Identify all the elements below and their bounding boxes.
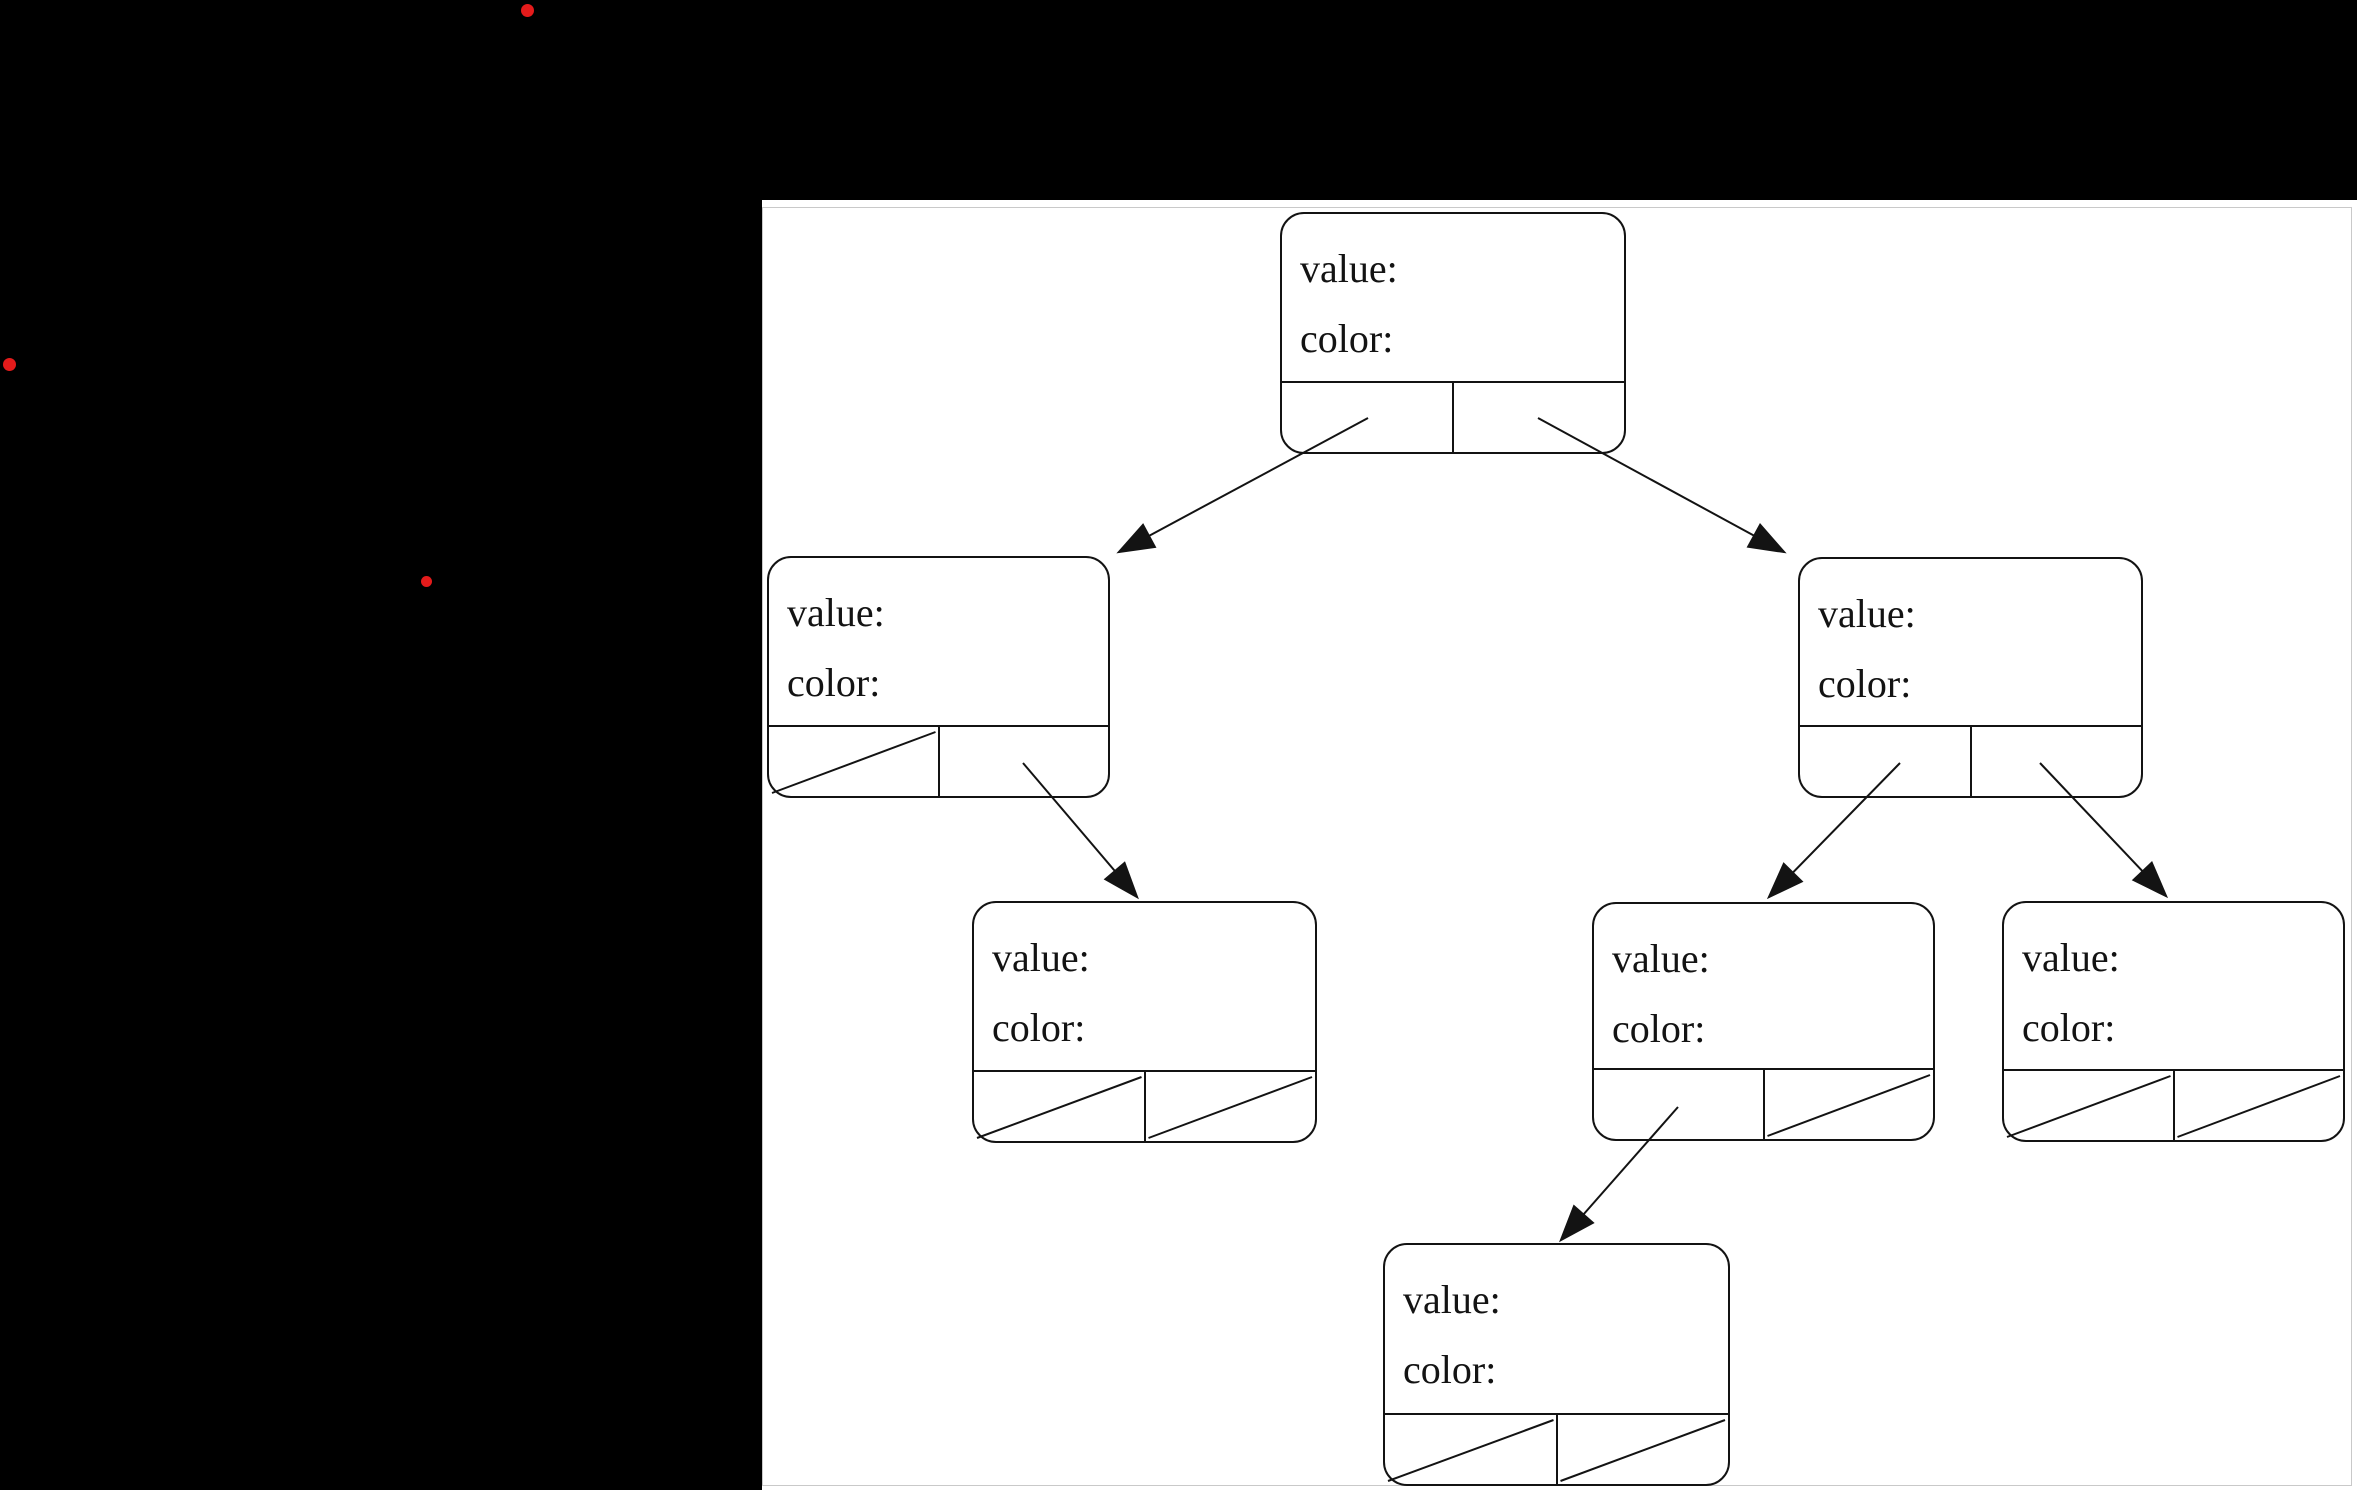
node-right-pointer-cell (1454, 383, 1624, 452)
node-color-label: color: (2022, 1005, 2116, 1050)
node-left-pointer-cell (1282, 383, 1454, 452)
node-right-pointer-cell (1146, 1072, 1316, 1141)
node-color-label: color: (1612, 1006, 1706, 1051)
node-value-label: value: (1612, 936, 1710, 981)
node-pointer-row (769, 725, 1108, 796)
node-right-pointer-cell (940, 727, 1109, 796)
red-dot (421, 576, 432, 587)
node-value-label: value: (1818, 591, 1916, 636)
tree-node-right-left-left[interactable]: value: color: (1383, 1243, 1730, 1486)
node-color-label: color: (787, 660, 881, 705)
node-pointer-row (1800, 725, 2141, 796)
node-value-label: value: (787, 590, 885, 635)
tree-node-right[interactable]: value: color: (1798, 557, 2143, 798)
tree-node-left-right[interactable]: value: color: (972, 901, 1317, 1143)
node-pointer-row (1282, 381, 1624, 452)
node-right-pointer-cell (1972, 727, 2142, 796)
tree-node-right-right[interactable]: value: color: (2002, 901, 2345, 1142)
node-color-label: color: (1818, 661, 1912, 706)
node-fields: value: color: (769, 558, 1108, 725)
tree-node-right-left[interactable]: value: color: (1592, 902, 1935, 1141)
node-color-label: color: (1403, 1347, 1497, 1392)
node-fields: value: color: (1594, 904, 1933, 1068)
node-left-pointer-cell (1594, 1070, 1765, 1139)
node-left-pointer-cell (974, 1072, 1146, 1141)
node-color-label: color: (992, 1005, 1086, 1050)
node-right-pointer-cell (2175, 1071, 2344, 1140)
tree-node-left[interactable]: value: color: (767, 556, 1110, 798)
node-fields: value: color: (1282, 214, 1624, 381)
node-left-pointer-cell (2004, 1071, 2175, 1140)
node-pointer-row (1594, 1068, 1933, 1139)
node-left-pointer-cell (1385, 1415, 1558, 1484)
node-left-pointer-cell (1800, 727, 1972, 796)
node-fields: value: color: (974, 903, 1315, 1070)
node-fields: value: color: (1800, 559, 2141, 725)
node-right-pointer-cell (1765, 1070, 1934, 1139)
node-pointer-row (2004, 1069, 2343, 1140)
node-left-pointer-cell (769, 727, 940, 796)
red-dot (3, 358, 16, 371)
node-fields: value: color: (2004, 903, 2343, 1069)
node-value-label: value: (1300, 246, 1398, 291)
node-color-label: color: (1300, 316, 1394, 361)
tree-node-root[interactable]: value: color: (1280, 212, 1626, 454)
node-fields: value: color: (1385, 1245, 1728, 1413)
node-value-label: value: (1403, 1277, 1501, 1322)
node-value-label: value: (992, 935, 1090, 980)
node-right-pointer-cell (1558, 1415, 1729, 1484)
red-dot (521, 4, 534, 17)
node-pointer-row (1385, 1413, 1728, 1484)
node-pointer-row (974, 1070, 1315, 1141)
node-value-label: value: (2022, 935, 2120, 980)
